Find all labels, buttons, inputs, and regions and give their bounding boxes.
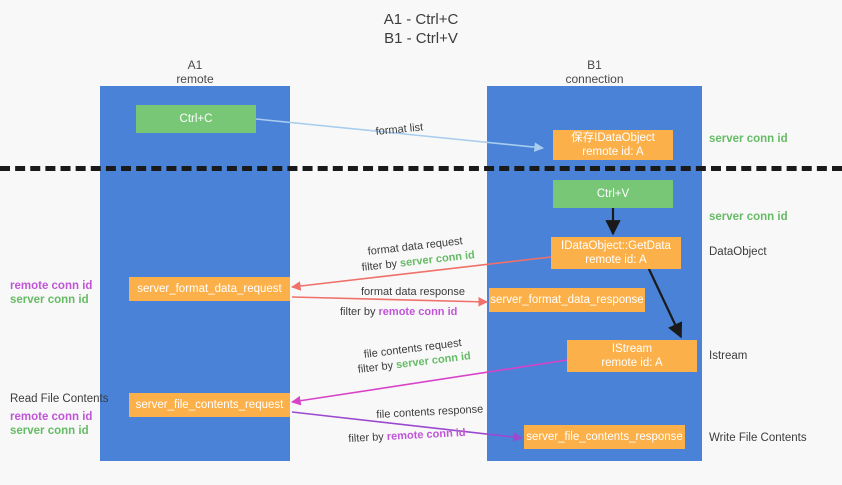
annotation-left-lower-remote-conn-id: remote conn id [10, 411, 93, 423]
node-idataobject-getdata[interactable]: IDataObject::GetData remote id: A [551, 237, 681, 269]
node-save-idataobject[interactable]: 保存IDataObject remote id: A [553, 130, 673, 160]
filter-prefix: filter by [348, 430, 388, 445]
phase-divider [0, 166, 842, 171]
annotation-left-upper-server-conn-id: server conn id [10, 294, 89, 306]
node-server-file-contents-response[interactable]: server_file_contents_response [524, 425, 685, 449]
label-file-contents-response-filter: filter by remote conn id [348, 426, 466, 447]
node-server-format-data-request[interactable]: server_format_data_request [129, 277, 290, 301]
node-istream[interactable]: IStream remote id: A [567, 340, 697, 372]
label-format-list: format list [375, 121, 424, 138]
column-header-a1: A1 remote [176, 58, 214, 86]
label-format-data-response: format data response [361, 286, 465, 298]
annotation-server-conn-id-mid: server conn id [709, 211, 788, 223]
label-format-data-response-filter: filter by remote conn id [340, 305, 457, 320]
node-ctrl-v[interactable]: Ctrl+V [553, 180, 673, 208]
node-ctrl-c[interactable]: Ctrl+C [136, 105, 256, 133]
filter-prefix: filter by [357, 359, 397, 376]
filter-prefix: filter by [340, 306, 379, 318]
annotation-left-lower-server-conn-id: server conn id [10, 425, 89, 437]
filter-prefix: filter by [361, 257, 401, 274]
annotation-write-file-contents: Write File Contents [709, 432, 807, 444]
node-server-file-contents-request[interactable]: server_file_contents_request [129, 393, 290, 417]
annotation-read-file-contents: Read File Contents [10, 393, 109, 405]
tag-remote-conn-id: remote conn id [378, 306, 458, 318]
annotation-dataobject: DataObject [709, 246, 767, 258]
annotation-left-upper-remote-conn-id: remote conn id [10, 280, 93, 292]
diagram-title: A1 - Ctrl+C B1 - Ctrl+V [383, 11, 459, 47]
annotation-istream: Istream [709, 350, 748, 362]
tag-remote-conn-id: remote conn id [386, 426, 466, 443]
column-header-b1: B1 connection [565, 58, 624, 86]
annotation-server-conn-id-top: server conn id [709, 133, 788, 145]
label-file-contents-response: file contents response [376, 403, 484, 421]
node-server-format-data-response[interactable]: server_format_data_response [489, 288, 645, 312]
